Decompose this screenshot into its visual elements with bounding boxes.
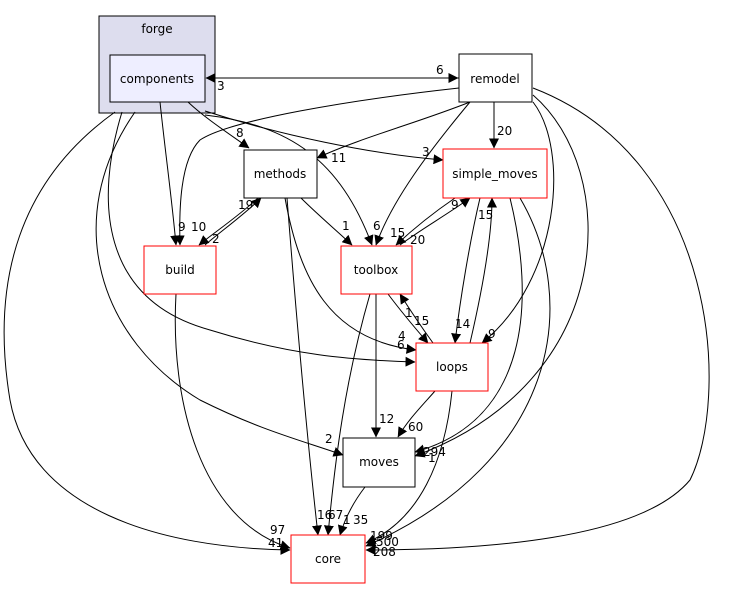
edge-label-toolbox-loops: 1 <box>405 306 413 320</box>
edge-label-components-core: 41 <box>268 536 283 550</box>
edge-label-loops-toolbox: 15 <box>414 314 429 328</box>
edge-label-remodel-moves: 1 <box>428 451 436 465</box>
edge-simple-moves-loops <box>451 197 481 344</box>
edge-label-loops-simple-moves: 15 <box>478 208 493 222</box>
edge-components-build <box>159 101 181 246</box>
edge-loops-simple-moves <box>469 197 497 344</box>
node-build[interactable]: build <box>143 245 217 295</box>
edge-label-simple-moves-core: 199 <box>370 529 393 543</box>
node-core[interactable]: core <box>290 534 366 584</box>
node-methods-label: methods <box>254 167 307 181</box>
edge-build-core <box>174 293 291 550</box>
edge-remodel-loops <box>481 101 555 344</box>
edge-label-build-core: 97 <box>270 523 285 537</box>
edge-label-components-toolbox: 6 <box>373 219 381 233</box>
edge-methods-core <box>286 197 322 536</box>
edge-label-simple-moves-moves: 294 <box>423 445 446 459</box>
edge-methods-toolbox <box>300 197 353 246</box>
edge-remodel-moves <box>414 94 589 458</box>
node-toolbox-label: toolbox <box>354 263 398 277</box>
edge-label-components-moves: 2 <box>325 432 333 446</box>
edge-remodel-build <box>174 87 460 246</box>
edge-remodel-methods <box>316 101 471 159</box>
node-components[interactable]: components <box>109 54 206 103</box>
edge-label-toolbox-core: 67 <box>328 508 343 522</box>
node-simple-moves[interactable]: simple_moves <box>442 148 548 199</box>
edge-toolbox-core <box>323 293 371 536</box>
node-moves-label: moves <box>359 455 399 469</box>
edge-label-toolbox-moves: 12 <box>379 412 394 426</box>
edge-label-loops-core: 1 <box>343 513 351 527</box>
edge-label-loops-core-b: 500 <box>376 535 399 549</box>
edge-label-remodel-simple-moves: 20 <box>497 124 512 138</box>
node-toolbox[interactable]: toolbox <box>340 245 413 295</box>
edge-remodel-core <box>365 87 710 555</box>
edge-label-build-methods: 19 <box>238 198 253 212</box>
edge-label-loops-moves: 60 <box>408 420 423 434</box>
edge-simple-moves-toolbox <box>395 197 456 246</box>
edge-label-remodel-loops: 9 <box>488 327 496 341</box>
node-core-label: core <box>315 552 341 566</box>
edge-label-simple-moves-toolbox: 20 <box>410 233 425 247</box>
edge-label-toolbox-simple-moves: 9 <box>451 198 459 212</box>
edge-build-methods <box>204 197 262 246</box>
edge-simple-moves-moves <box>414 197 523 455</box>
edge-label-remodel-core: 208 <box>373 545 396 559</box>
edge-remodel-toolbox <box>374 101 471 246</box>
edge-label-remodel-build: 10 <box>191 220 206 234</box>
node-simple-moves-label: simple_moves <box>452 167 537 181</box>
node-components-label: components <box>120 72 194 86</box>
node-remodel-label: remodel <box>470 72 519 86</box>
edge-label-methods-core: 16 <box>317 508 332 522</box>
edge-label-remodel-toolbox: 15 <box>390 226 405 240</box>
edge-loops-moves <box>397 390 436 438</box>
edge-simple-moves-core <box>365 197 551 547</box>
edge-label-methods-toolbox: 1 <box>342 219 350 233</box>
node-build-label: build <box>165 263 195 277</box>
edge-components-core <box>3 111 291 555</box>
edge-label-remodel-components: 3 <box>217 79 225 93</box>
edge-components-moves <box>95 111 344 457</box>
edge-methods-loops <box>284 197 417 354</box>
node-loops-label: loops <box>436 360 468 374</box>
edge-components-loops <box>107 111 416 367</box>
edge-components-methods <box>187 101 250 149</box>
edge-label-methods-loops: 4 <box>398 329 406 343</box>
edge-toolbox-simple-moves <box>399 197 471 246</box>
edge-loops-toolbox <box>399 293 434 344</box>
node-moves[interactable]: moves <box>342 437 416 488</box>
edge-label-remodel-methods: 11 <box>331 151 346 165</box>
edge-toolbox-loops <box>387 293 429 344</box>
edge-moves-core <box>337 486 366 536</box>
forge-cluster-label: forge <box>141 22 172 36</box>
node-remodel[interactable]: remodel <box>458 53 533 103</box>
edge-label-moves-core: 35 <box>353 513 368 527</box>
edge-label-components-build: 9 <box>178 220 186 234</box>
edge-label-components-simple-moves: 3 <box>422 145 430 159</box>
edge-label-methods-build: 2 <box>212 232 220 246</box>
edge-labels: 3 6 8 20 3 11 9 10 2 19 1 6 15 20 9 15 1… <box>178 63 512 559</box>
edge-label-components-remodel: 6 <box>436 63 444 77</box>
edge-label-simple-moves-loops: 14 <box>455 317 470 331</box>
node-loops[interactable]: loops <box>415 342 489 392</box>
edge-loops-core <box>365 390 453 544</box>
edge-label-components-methods: 8 <box>236 126 244 140</box>
node-methods[interactable]: methods <box>243 149 318 199</box>
edge-label-components-loops: 6 <box>397 338 405 352</box>
